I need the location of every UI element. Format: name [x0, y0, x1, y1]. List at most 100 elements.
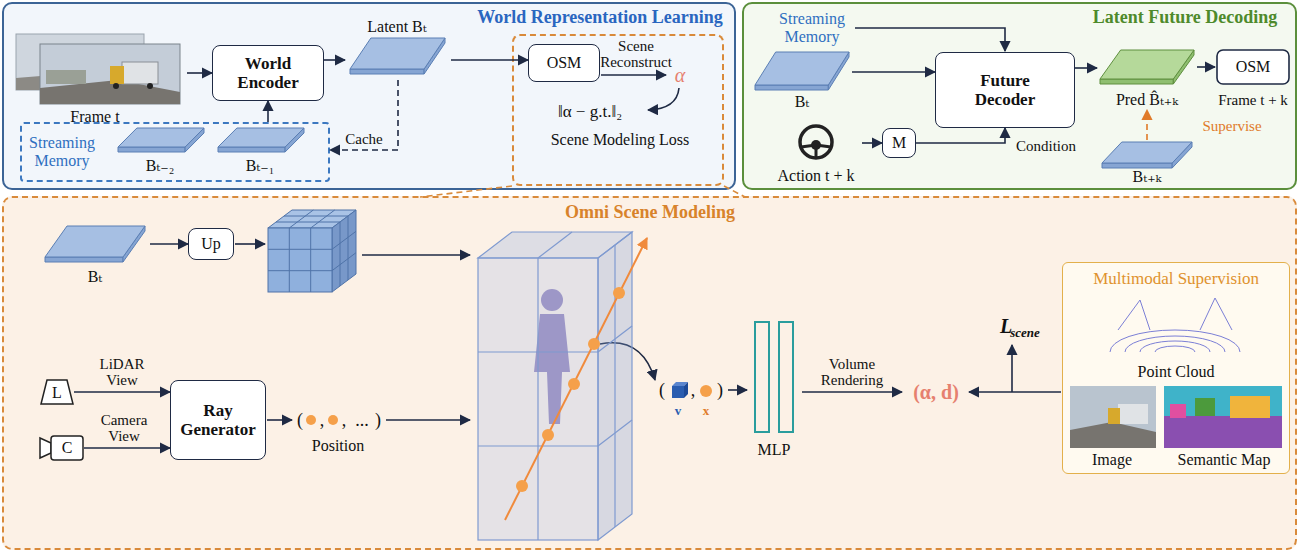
connector-arrow	[150, 243, 188, 245]
symbol-holder: v	[675, 404, 682, 419]
icon-letter: L	[52, 384, 62, 402]
output-symbol: (α, d)	[913, 381, 959, 403]
edge-label-holder: Cache	[345, 131, 382, 148]
edge-label-holder: Condition	[1016, 138, 1076, 155]
image-caption-holder: Frame t	[70, 108, 119, 126]
process-box: Ray Generator	[170, 380, 266, 460]
box-title: Multimodal Supervision	[1093, 269, 1259, 288]
tensor-label: Latent Bₜ	[367, 18, 426, 36]
section-panel: Omni Scene ModelingBₜ UpL C Ray GeneratorML…	[2, 196, 1297, 550]
loss-subscript-holder: scene	[1010, 326, 1040, 341]
bracket: )	[375, 410, 381, 430]
group-label: Streaming Memory	[24, 134, 100, 170]
panel-title-holder: Omni Scene Modeling	[565, 202, 735, 222]
voxel-volume	[478, 232, 632, 540]
connector-arrow	[187, 72, 212, 74]
tensor-label-holder: Latent Bₜ	[367, 18, 426, 36]
connector-arrow	[1075, 67, 1097, 69]
connector-arrow	[324, 59, 345, 61]
connector-arrow	[852, 71, 935, 73]
tuple-caption-holder: Position	[312, 437, 364, 455]
process-box: Up	[188, 228, 234, 260]
symbol: x	[703, 404, 710, 419]
ellipsis-holder: ...	[355, 410, 369, 430]
icon-letter: C	[62, 439, 73, 457]
connector-arrow	[84, 447, 170, 449]
panel-title: Omni Scene Modeling	[565, 202, 735, 222]
lidar-icon: L	[40, 378, 74, 406]
block-label: MLP	[758, 441, 791, 459]
box-label: Future Decoder	[960, 71, 1050, 109]
latent-tensor: Bₜ	[40, 225, 150, 287]
camera-ray	[505, 238, 647, 520]
mlp-block: MLP	[748, 318, 800, 460]
latent-tensor: Bₜ	[752, 50, 852, 112]
image-caption-holder: Semantic Map	[1178, 451, 1271, 469]
tensor-label-holder: Bₜ₋₂	[146, 157, 175, 175]
box-label: OSM	[547, 54, 582, 72]
arrow-label: Scene Reconstruct	[596, 38, 676, 71]
image-caption-holder: Image	[1092, 451, 1132, 469]
edge-label: LiDAR View	[95, 356, 149, 389]
section-panel: World Representation LearningFrame t Worl…	[2, 2, 736, 190]
box-label: Ray Generator	[176, 401, 260, 439]
arrow-label: Volume Rendering	[812, 356, 892, 389]
edge-label: Camera View	[93, 412, 155, 445]
loss-label: Scene Modeling Loss	[551, 131, 690, 149]
tensor-label: Bₜ	[795, 93, 810, 111]
box-label: World Encoder	[222, 54, 314, 92]
box-title-holder: Multimodal Supervision	[1093, 269, 1259, 288]
tensor-label: Bₜ₊ₖ	[1133, 168, 1162, 186]
tensor-label-holder: Bₜ	[795, 93, 810, 111]
panel-title-holder: Latent Future Decoding	[1093, 7, 1278, 27]
icon-label: Action t + k	[777, 167, 854, 185]
edge-label-holder: LiDAR View	[95, 356, 149, 389]
separator: ,	[320, 410, 325, 430]
process-box: Future Decoder	[935, 52, 1075, 128]
box-label: OSM	[1236, 58, 1271, 76]
panel-title-holder: World Representation Learning	[477, 7, 723, 27]
tensor-label: Pred B̂ₜ₊ₖ	[1116, 91, 1178, 109]
latent-tensor: Bₜ₋₁	[215, 124, 307, 178]
separator-holder: ,	[320, 410, 325, 430]
latent-tensor: Bₜ₋₂	[115, 124, 207, 178]
icon-letter-holder: L	[52, 384, 62, 402]
icon-label-holder: Action t + k	[777, 167, 854, 185]
predicted-tensor: Pred B̂ₜ₊ₖ	[1097, 48, 1197, 110]
arrow-label-holder: Volume Rendering	[812, 356, 892, 389]
connector-arrow	[1197, 66, 1215, 68]
icon-letter-holder: C	[62, 439, 73, 457]
image-caption: Image	[1092, 451, 1132, 469]
group-label-holder: Streaming Memory	[24, 134, 100, 170]
output-caption: Frame t + k	[1213, 92, 1293, 109]
image-caption: Semantic Map	[1178, 451, 1271, 469]
connector-arrow	[862, 142, 882, 144]
voxel-grid	[268, 210, 356, 292]
camera-icon: C	[40, 432, 84, 464]
panel-title: World Representation Learning	[477, 7, 723, 27]
loss-formula: ‖α − g.t.‖₂	[558, 102, 622, 121]
ellipsis: ...	[355, 410, 369, 430]
symbol-holder: x	[703, 404, 710, 419]
tensor-label-holder: Bₜ₊ₖ	[1133, 168, 1162, 186]
memory-group: Streaming MemoryBₜ₋₂ Bₜ₋₁	[20, 122, 330, 182]
process-box: OSM	[528, 44, 600, 82]
block-label-holder: MLP	[758, 441, 791, 459]
loss-subscript: scene	[1010, 326, 1040, 341]
latent-tensor: Bₜ₊ₖ	[1097, 140, 1197, 186]
bracket-holder: (	[297, 410, 303, 430]
bracket-holder: )	[717, 380, 723, 400]
bracket: (	[659, 380, 665, 400]
loss-formula-holder: ‖α − g.t.‖₂	[558, 102, 622, 121]
tensor-label-holder: Bₜ₋₁	[246, 157, 275, 175]
process-box: M	[882, 128, 916, 158]
box-label: M	[892, 134, 906, 152]
box-label-holder: OSM	[1236, 58, 1271, 76]
symbol-holder: α	[675, 64, 686, 86]
bracket: )	[717, 380, 723, 400]
separator: ,	[342, 410, 347, 430]
bracket-holder: (	[659, 380, 665, 400]
mlp-drawing	[748, 318, 800, 460]
input-image: Frame t	[12, 30, 187, 128]
output-symbol-holder: (α, d)	[913, 381, 959, 403]
